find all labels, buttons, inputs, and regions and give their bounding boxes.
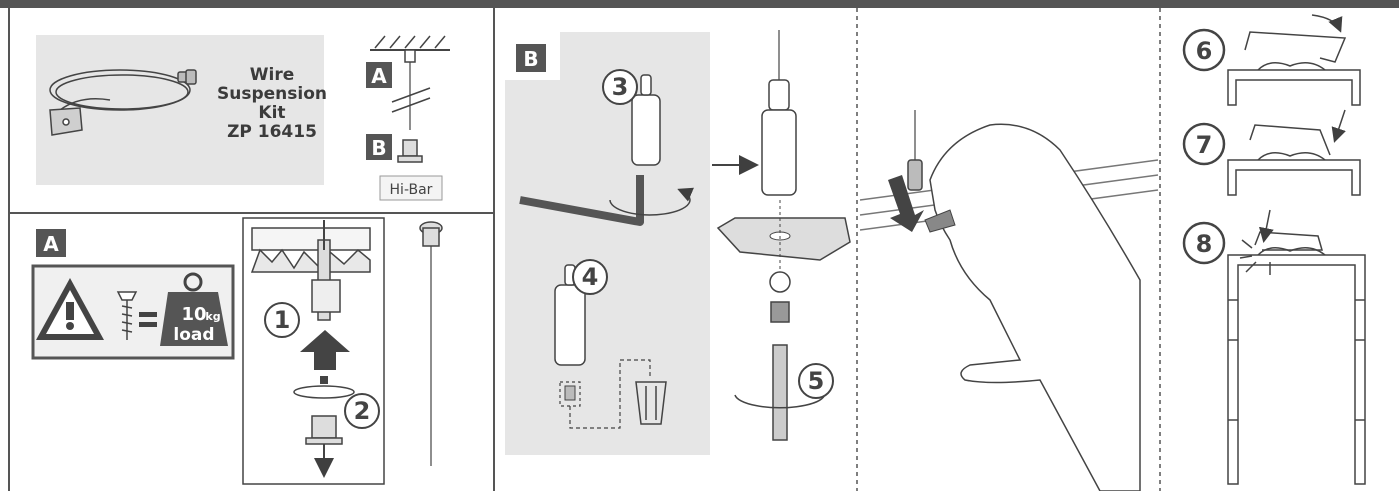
step-1: 1 [265, 303, 299, 337]
step-8: 8 [1184, 223, 1224, 263]
step-4: 4 [573, 260, 607, 294]
load-unit: kg [205, 310, 220, 323]
step-6: 6 [1184, 30, 1224, 70]
svg-text:1: 1 [274, 306, 291, 334]
svg-text:2: 2 [354, 397, 371, 425]
profile-section-6 [1228, 15, 1360, 105]
profile-section-8 [1228, 210, 1365, 484]
kit-title-line3: Kit [258, 103, 285, 123]
hand-panel [860, 110, 1158, 491]
kit-panel: Wire Suspension Kit ZP 16415 [36, 35, 327, 185]
bracket-assembly: 5 [712, 30, 850, 440]
profile-section-7 [1228, 110, 1360, 195]
overview-panel: A B Hi-Bar [366, 36, 450, 200]
svg-text:B: B [371, 136, 386, 160]
load-amount: 10 [181, 304, 206, 325]
svg-text:8: 8 [1196, 230, 1213, 258]
hibar-label: Hi-Bar [390, 182, 433, 198]
svg-text:3: 3 [612, 73, 629, 101]
svg-text:A: A [371, 64, 387, 88]
load-word: load [173, 325, 214, 345]
svg-text:4: 4 [582, 263, 599, 291]
panel-a: A 10 kg load [33, 218, 442, 484]
kit-title-line2: Suspension [217, 84, 327, 104]
ceiling-gripper-icon [420, 222, 442, 466]
kit-product-code: ZP 16415 [227, 122, 317, 142]
anchor-icon [306, 416, 342, 444]
bracket-icon [50, 108, 82, 135]
step-3: 3 [603, 70, 637, 104]
washer-icon [770, 272, 790, 292]
profile-panel: 6 7 8 [1184, 15, 1365, 484]
panel-b: B 3 4 [505, 32, 710, 455]
badge-b: B [516, 44, 546, 72]
kit-title-line1: Wire [250, 65, 295, 85]
top-bar [0, 0, 1399, 8]
badge-a: A [36, 229, 66, 257]
gripper-icon [178, 70, 196, 84]
nut-icon [771, 302, 789, 322]
svg-text:B: B [523, 47, 538, 71]
svg-text:A: A [43, 232, 59, 256]
step-7: 7 [1184, 124, 1224, 164]
hand-icon [930, 124, 1140, 491]
badge-b-top: B [366, 134, 392, 160]
screwdriver-icon [773, 345, 787, 440]
svg-text:7: 7 [1196, 131, 1213, 159]
step-5: 5 [799, 364, 833, 398]
badge-a-top: A [366, 62, 392, 88]
svg-text:6: 6 [1196, 37, 1213, 65]
svg-text:5: 5 [808, 367, 825, 395]
step-2: 2 [345, 394, 379, 428]
